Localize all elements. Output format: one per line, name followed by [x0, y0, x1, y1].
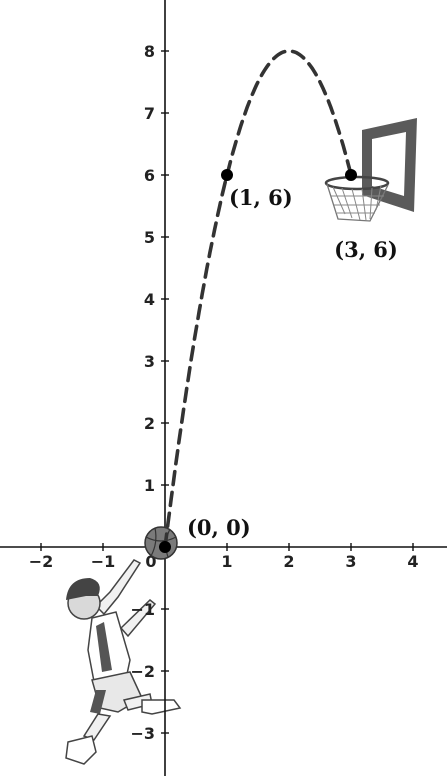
y-tick-label: −3: [130, 724, 155, 743]
y-tick-label: 4: [144, 290, 155, 309]
y-tick-label: 8: [144, 42, 155, 61]
x-tick-label: 2: [283, 552, 294, 571]
y-tick-label: −1: [130, 600, 155, 619]
points-layer: (0, 0) (1, 6) (3, 6): [159, 169, 398, 553]
y-tick-label: 2: [144, 414, 155, 433]
series-layer: [163, 49, 353, 549]
data-point: [159, 541, 171, 553]
x-tick-label: −1: [91, 552, 116, 571]
y-tick-label: 1: [144, 476, 155, 495]
basketball-player-illustration: [65, 559, 182, 765]
basketball-hoop-illustration: [324, 118, 417, 222]
data-point: [221, 169, 233, 181]
point-label: (0, 0): [187, 515, 251, 540]
x-tick-label: −2: [29, 552, 54, 571]
x-tick-label: 4: [407, 552, 418, 571]
x-axis-ticks: −2 −1 0 1 2 3 4: [29, 543, 419, 571]
y-tick-label: 7: [144, 104, 155, 123]
data-point: [345, 169, 357, 181]
trajectory-line: [163, 49, 353, 549]
y-tick-label: 6: [144, 166, 155, 185]
y-tick-label: 3: [144, 352, 155, 371]
point-label: (3, 6): [334, 237, 398, 262]
y-tick-label: −2: [130, 662, 155, 681]
y-tick-label: 5: [144, 228, 155, 247]
x-tick-label: 0: [145, 552, 156, 571]
point-label: (1, 6): [229, 185, 293, 210]
x-tick-label: 1: [221, 552, 232, 571]
x-tick-label: 3: [345, 552, 356, 571]
y-axis-ticks: −3 −2 −1 1 2 3 4 5 6 7 8: [130, 42, 169, 743]
